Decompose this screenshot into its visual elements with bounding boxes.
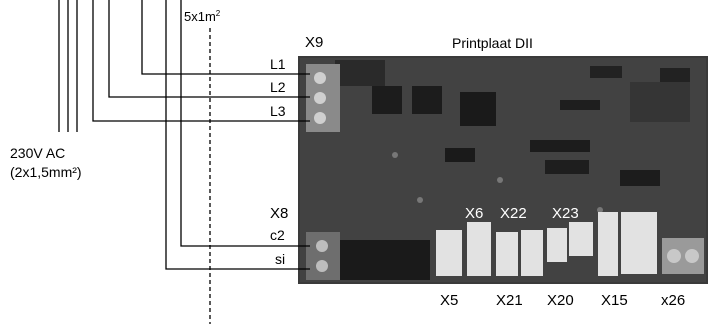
connector-label-x21: X21	[496, 292, 523, 309]
pin-label-l1: L1	[270, 56, 286, 72]
wire-l2	[108, 0, 310, 98]
connector-label-x6: X6	[465, 205, 483, 222]
wiring-lines	[58, 0, 310, 324]
power-label-cable: (2x1,5mm²)	[10, 164, 82, 180]
terminal-block-x9	[306, 64, 340, 132]
pin-label-c2: c2	[270, 227, 285, 243]
terminal-block-x8	[306, 232, 340, 280]
cable-spec-label: 5x1m2	[184, 9, 221, 24]
pin-label-l2: L2	[270, 79, 286, 95]
wire-l3	[92, 0, 310, 122]
wire-si	[165, 0, 310, 270]
power-label-voltage: 230V AC	[10, 145, 65, 161]
connector-label-x20: X20	[547, 292, 574, 309]
connector-label-x23: X23	[552, 205, 579, 222]
board-title: Printplaat DII	[452, 35, 533, 51]
pin-label-l3: L3	[270, 103, 286, 119]
connector-label-x22: X22	[500, 205, 527, 222]
wire-l1	[141, 0, 310, 75]
pin-label-si: si	[275, 251, 285, 267]
connector-label-x5: X5	[440, 292, 458, 309]
connector-housings	[436, 212, 704, 276]
terminal-x8-label: X8	[270, 205, 288, 222]
pcb-board	[298, 56, 708, 284]
connector-label-x15: X15	[601, 292, 628, 309]
terminal-x9-label: X9	[305, 34, 323, 51]
wire-c2	[180, 0, 310, 247]
connector-label-x26: x26	[661, 292, 685, 309]
